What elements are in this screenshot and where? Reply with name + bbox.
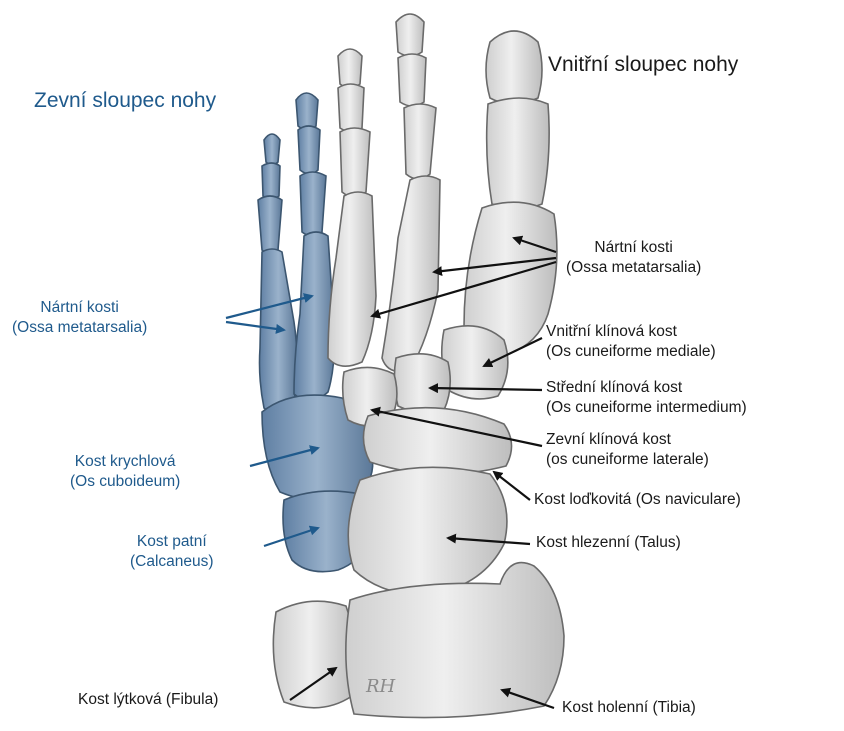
label-lateral-cuneiform: Zevní klínová kost (os cuneiforme latera… — [546, 430, 709, 470]
label-talus: Kost hlezenní (Talus) — [536, 533, 681, 553]
artist-signature: RH — [365, 676, 396, 697]
fourth-toe-distal — [296, 93, 318, 130]
label-intermediate-cuneiform: Střední klínová kost (Os cuneiforme inte… — [546, 378, 747, 418]
second-metatarsal — [382, 176, 440, 372]
second-toe-distal — [396, 14, 424, 56]
talus-bone — [348, 467, 507, 594]
label-cuboid-latin: (Os cuboideum) — [70, 472, 180, 492]
label-fibula-text: Kost lýtková (Fibula) — [78, 690, 218, 710]
fibula-bone — [273, 601, 355, 708]
label-fibula: Kost lýtková (Fibula) — [78, 690, 218, 710]
third-toe-middle — [338, 84, 364, 132]
label-calcaneus-latin: (Calcaneus) — [130, 552, 214, 572]
label-metatarsals-left-name: Nártní kosti — [12, 298, 147, 318]
label-tibia-text: Kost holenní (Tibia) — [562, 698, 696, 718]
label-metatarsals-left: Nártní kosti (Ossa metatarsalia) — [12, 298, 147, 338]
fourth-toe-proximal — [300, 172, 326, 236]
third-metatarsal — [328, 192, 376, 366]
label-navicular-text: Kost loďkovitá (Os naviculare) — [534, 490, 741, 510]
fifth-metatarsal — [260, 249, 298, 414]
label-navicular: Kost loďkovitá (Os naviculare) — [534, 490, 741, 510]
label-metatarsals-left-latin: (Ossa metatarsalia) — [12, 318, 147, 338]
second-toe-middle — [398, 54, 426, 106]
label-metatarsals-right-name: Nártní kosti — [566, 238, 701, 258]
label-cuboid-name: Kost krychlová — [70, 452, 180, 472]
second-toe-proximal — [404, 104, 436, 179]
third-toe-distal — [338, 49, 362, 88]
label-medial-cuneiform: Vnitřní klínová kost (Os cuneiforme medi… — [546, 322, 716, 362]
label-metatarsals-right: Nártní kosti (Ossa metatarsalia) — [566, 238, 701, 278]
fourth-metatarsal — [294, 232, 334, 401]
label-intermediate-cuneiform-latin: (Os cuneiforme intermedium) — [546, 398, 747, 418]
label-medial-cuneiform-name: Vnitřní klínová kost — [546, 322, 716, 342]
big-toe-proximal — [487, 98, 549, 209]
label-tibia: Kost holenní (Tibia) — [562, 698, 696, 718]
label-intermediate-cuneiform-name: Střední klínová kost — [546, 378, 747, 398]
label-cuboid: Kost krychlová (Os cuboideum) — [70, 452, 180, 492]
label-talus-text: Kost hlezenní (Talus) — [536, 533, 681, 553]
label-metatarsals-right-latin: (Ossa metatarsalia) — [566, 258, 701, 278]
label-medial-cuneiform-latin: (Os cuneiforme mediale) — [546, 342, 716, 362]
fourth-toe-middle — [298, 126, 320, 174]
fifth-toe-middle — [262, 163, 280, 199]
fifth-toe-distal — [264, 134, 280, 165]
fifth-toe-proximal — [258, 196, 282, 254]
label-lateral-cuneiform-latin: (os cuneiforme laterale) — [546, 450, 709, 470]
navicular-bone — [363, 408, 511, 474]
big-toe-distal — [486, 31, 542, 104]
label-calcaneus-name: Kost patní — [130, 532, 214, 552]
outer-column-heading: Zevní sloupec nohy — [34, 88, 216, 114]
intermediate-cuneiform — [394, 354, 450, 412]
label-calcaneus: Kost patní (Calcaneus) — [130, 532, 214, 572]
label-lateral-cuneiform-name: Zevní klínová kost — [546, 430, 709, 450]
third-toe-proximal — [340, 128, 370, 197]
inner-column-heading: Vnitřní sloupec nohy — [548, 52, 738, 78]
